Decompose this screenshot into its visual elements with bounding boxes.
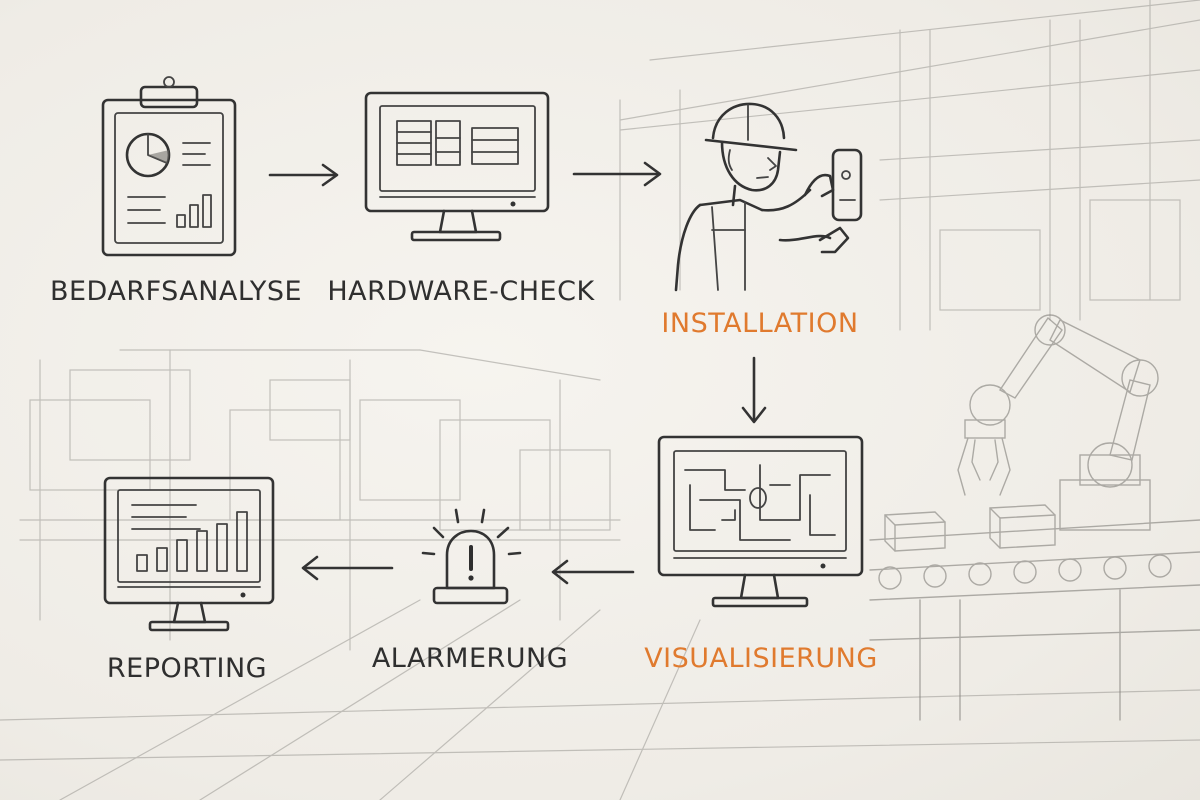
step-label-visualisierung: VISUALISIERUNG	[644, 643, 878, 674]
arrow-hardware-check-to-installation	[572, 161, 662, 187]
arrow-visualisierung-to-alarmerung	[551, 559, 635, 585]
step-label-alarmerung: ALARMERUNG	[371, 643, 569, 674]
step-label-hardware-check: HARDWARE-CHECK	[327, 276, 595, 307]
step-label-reporting: REPORTING	[106, 653, 268, 684]
step-label-installation: INSTALLATION	[661, 308, 859, 339]
clipboard-chart-icon	[101, 76, 237, 257]
arrow-installation-to-visualisierung	[741, 356, 767, 424]
monitor-layout-icon	[364, 91, 550, 242]
arrow-alarmerung-to-reporting	[301, 555, 394, 581]
alarm-beacon-icon	[421, 508, 522, 605]
monitor-schematic-icon	[657, 435, 864, 608]
monitor-bar-chart-icon	[103, 476, 275, 632]
technician-icon	[674, 102, 863, 292]
arrow-bedarfsanalyse-to-hardware-check	[268, 163, 339, 187]
step-label-bedarfsanalyse: BEDARFSANALYSE	[49, 276, 303, 307]
